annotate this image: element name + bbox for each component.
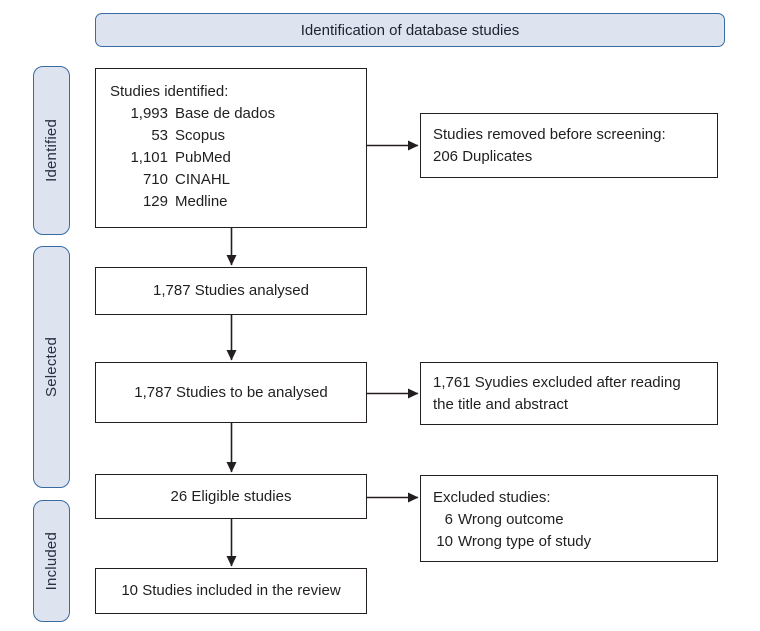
database-label: Scopus xyxy=(175,127,226,144)
studies-analysed-box: 1,787 Studies analysed xyxy=(95,267,367,315)
duplicates-count-line: 206 Duplicates xyxy=(433,147,533,165)
database-label: CINAHL xyxy=(175,171,231,188)
excluded-reason-label: Wrong outcome xyxy=(458,510,564,528)
excluded-reason-row: 10 Wrong type of study xyxy=(433,531,709,553)
excluded-after-reading-line2: the title and abstract xyxy=(433,395,569,413)
stage-selected: Selected xyxy=(33,246,70,488)
database-row: 129 Medline xyxy=(110,191,362,213)
database-label: Medline xyxy=(175,193,228,210)
eligible-studies-text: 26 Eligible studies xyxy=(170,487,292,505)
stage-identified: Identified xyxy=(33,66,70,235)
excluded-reason-count: 10 xyxy=(436,532,453,550)
database-count: 1,993 xyxy=(130,105,168,122)
stage-included: Included xyxy=(33,500,70,622)
diagram-title: Identification of database studies xyxy=(300,21,520,39)
stage-identified-label: Identified xyxy=(43,119,60,182)
excluded-studies-box: Excluded studies: 6 Wrong outcome 10 Wro… xyxy=(420,475,718,562)
database-label: Base de dados xyxy=(175,105,276,122)
database-row: 1,993 Base de dados xyxy=(110,103,362,125)
database-row: 53 Scopus xyxy=(110,125,362,147)
excluded-reason-count: 6 xyxy=(444,510,453,528)
included-in-review-box: 10 Studies included in the review xyxy=(95,568,367,614)
excluded-studies-title: Excluded studies: xyxy=(433,488,551,506)
stage-included-label: Included xyxy=(43,531,60,591)
removed-before-screening-title: Studies removed before screening: xyxy=(433,125,666,143)
eligible-studies-box: 26 Eligible studies xyxy=(95,474,367,519)
database-count: 53 xyxy=(151,127,168,144)
studies-to-be-analysed-box: 1,787 Studies to be analysed xyxy=(95,362,367,423)
studies-identified-title: Studies identified: xyxy=(110,83,229,100)
excluded-after-reading-line1: 1,761 Syudies excluded after reading xyxy=(433,373,681,391)
database-count: 129 xyxy=(142,193,168,210)
diagram-header: Identification of database studies xyxy=(95,13,725,47)
stage-selected-label: Selected xyxy=(43,337,60,397)
database-row: 710 CINAHL xyxy=(110,169,362,191)
studies-identified-box: Studies identified: 1,993 Base de dados … xyxy=(95,68,367,228)
excluded-after-reading-box: 1,761 Syudies excluded after reading the… xyxy=(420,362,718,425)
database-row: 1,101 PubMed xyxy=(110,147,362,169)
removed-before-screening-box: Studies removed before screening: 206 Du… xyxy=(420,113,718,178)
database-label: PubMed xyxy=(175,149,231,166)
database-count: 710 xyxy=(142,171,168,188)
studies-to-be-analysed-text: 1,787 Studies to be analysed xyxy=(134,383,328,401)
excluded-reason-row: 6 Wrong outcome xyxy=(433,509,709,531)
excluded-reason-label: Wrong type of study xyxy=(458,532,592,550)
database-count: 1,101 xyxy=(130,149,168,166)
included-in-review-text: 10 Studies included in the review xyxy=(121,582,341,599)
studies-analysed-text: 1,787 Studies analysed xyxy=(153,282,309,299)
